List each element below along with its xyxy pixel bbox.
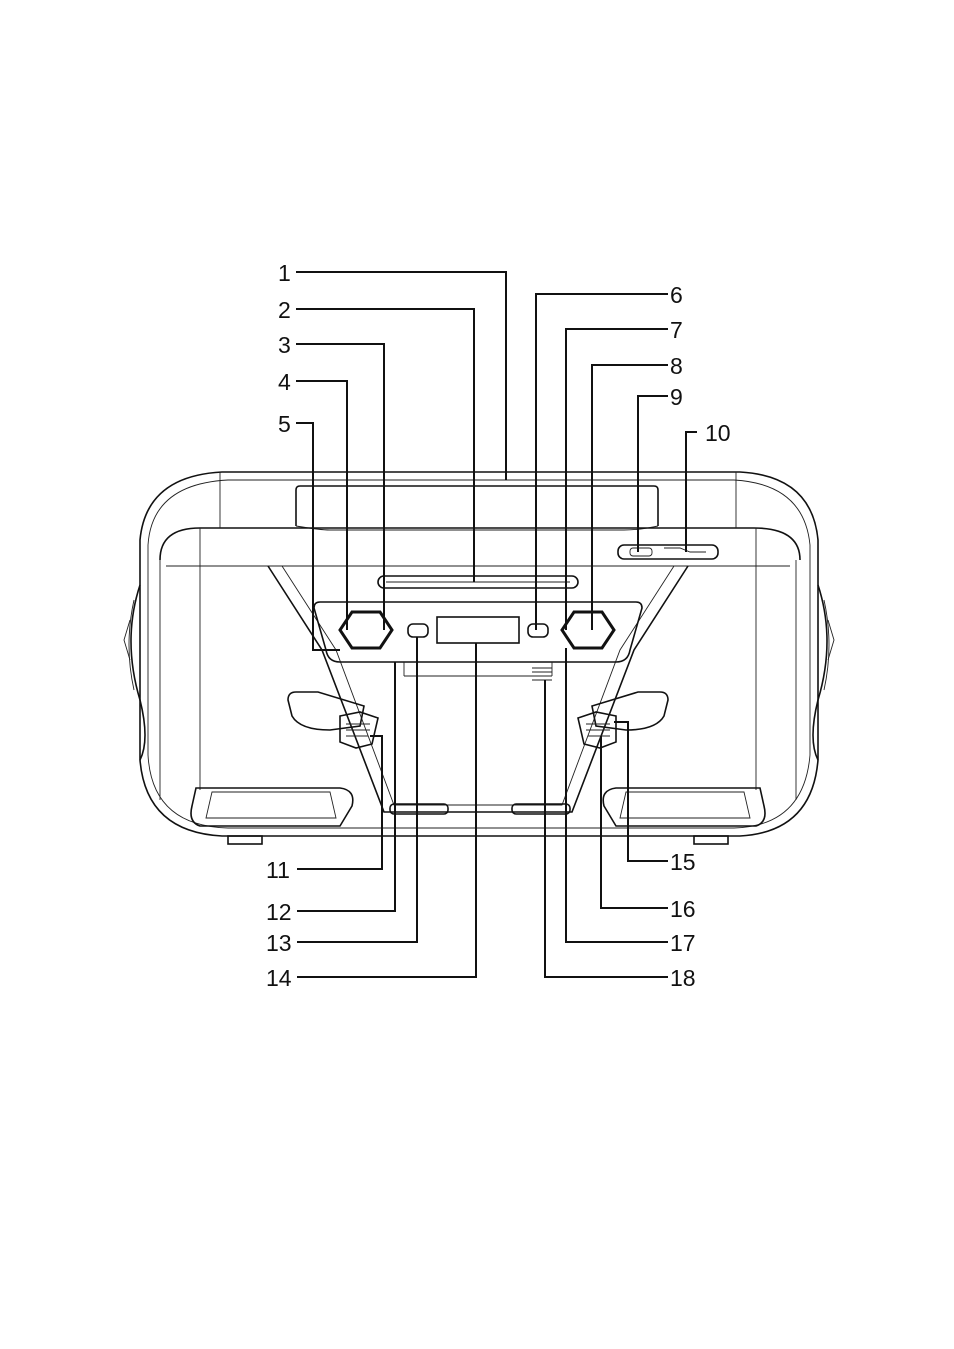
- leader-line-10: [686, 432, 697, 552]
- callout-8: 8: [670, 353, 683, 379]
- callout-12: 12: [266, 899, 292, 925]
- callout-9: 9: [670, 384, 683, 410]
- callout-3: 3: [278, 332, 291, 358]
- callout-4: 4: [278, 369, 291, 395]
- callout-16: 16: [670, 896, 696, 922]
- leader-line-5: [296, 423, 340, 650]
- callout-14: 14: [266, 965, 292, 991]
- leader-line-12: [297, 662, 395, 911]
- callout-labels: 1 2 3 4 5 6 7 8 9 10 11 12 13 14 15 16 1…: [266, 260, 731, 991]
- callout-1: 1: [278, 260, 291, 286]
- callout-10: 10: [705, 420, 731, 446]
- callout-2: 2: [278, 297, 291, 323]
- callout-15: 15: [670, 849, 696, 875]
- callout-18: 18: [670, 965, 696, 991]
- leader-line-13: [297, 637, 417, 942]
- leader-line-3: [296, 344, 384, 630]
- leader-line-4: [296, 381, 347, 630]
- leader-line-16: [601, 736, 668, 908]
- callout-6: 6: [670, 282, 683, 308]
- leader-line-8: [592, 365, 668, 630]
- leader-line-7: [566, 329, 668, 630]
- leader-line-6: [536, 294, 668, 630]
- leader-line-11: [297, 736, 382, 869]
- leader-line-18: [545, 680, 668, 977]
- boombox-body: [124, 472, 834, 844]
- callout-7: 7: [670, 317, 683, 343]
- leader-line-15: [614, 722, 668, 861]
- callout-13: 13: [266, 930, 292, 956]
- callout-5: 5: [278, 411, 291, 437]
- callout-17: 17: [670, 930, 696, 956]
- callout-11: 11: [266, 857, 290, 883]
